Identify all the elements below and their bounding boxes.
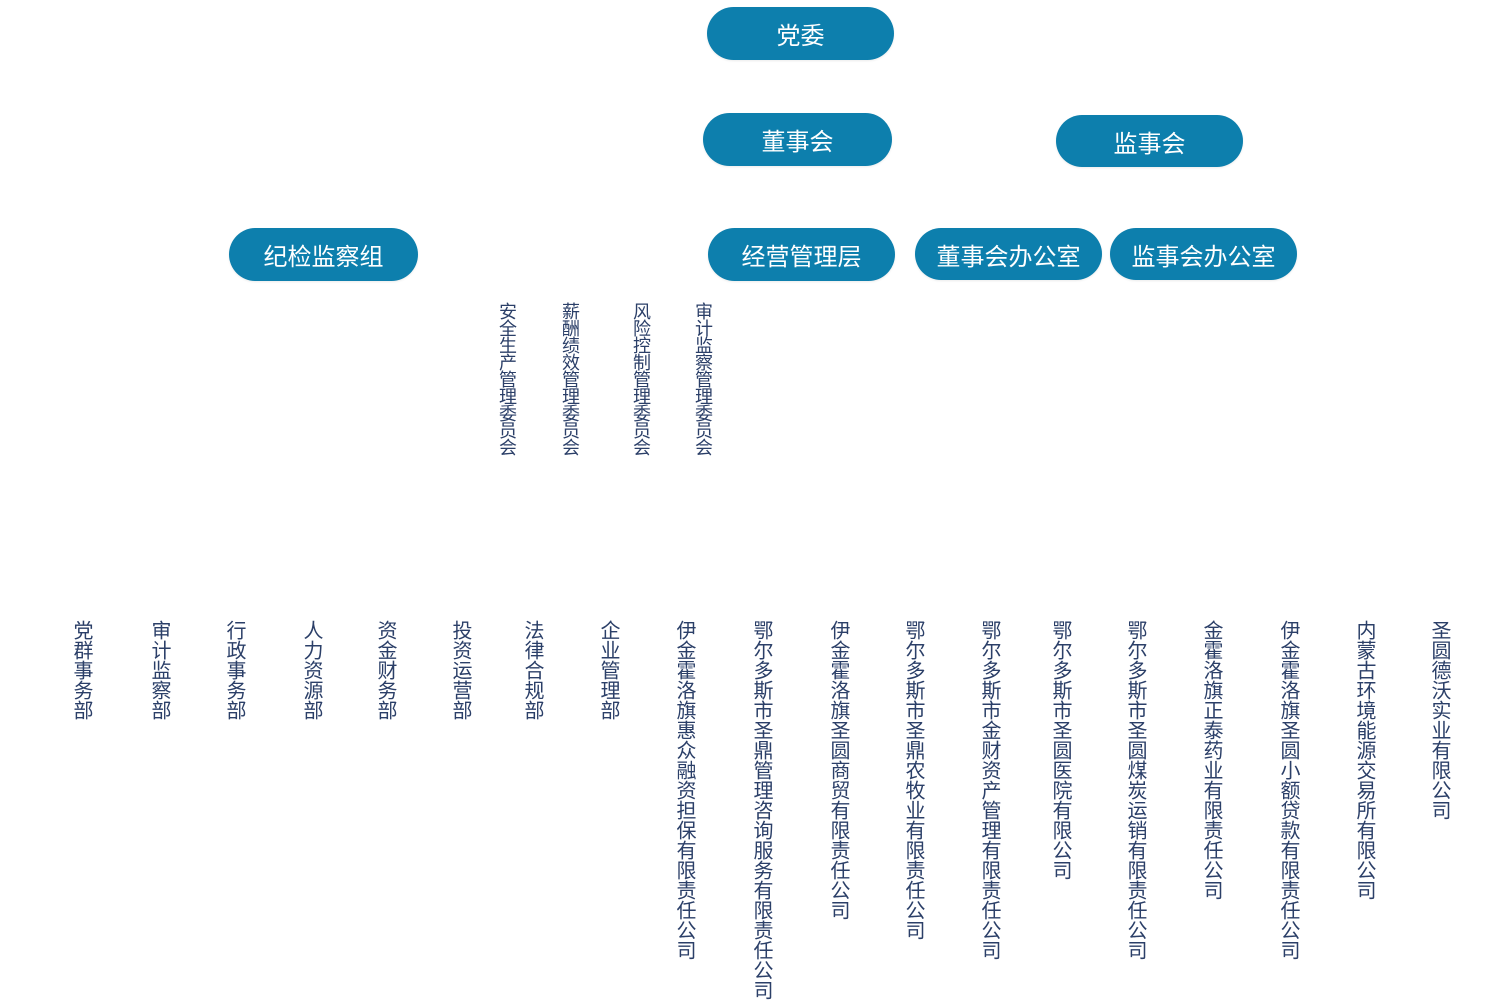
committee-audit: 审计监察管理委员会 — [692, 302, 713, 455]
node-party-committee: 党委 — [707, 7, 894, 60]
node-label: 经营管理层 — [741, 243, 862, 271]
node-board-of-directors: 董事会 — [703, 113, 892, 166]
dept-administration: 行政事务部 — [223, 620, 247, 720]
node-supervisory-board: 监事会 — [1056, 115, 1243, 167]
subsidiary-microloan: 伊金霍洛旗圣圆小额贷款有限责任公司 — [1277, 620, 1301, 960]
dept-audit: 审计监察部 — [148, 620, 172, 720]
dept-human-resources: 人力资源部 — [300, 620, 324, 720]
dept-enterprise-management: 企业管理部 — [597, 620, 621, 720]
node-board-office: 董事会办公室 — [915, 228, 1102, 280]
node-label: 党委 — [776, 22, 825, 50]
subsidiary-energy-exchange: 内蒙古环境能源交易所有限公司 — [1353, 620, 1377, 900]
subsidiary-pharmaceutical: 金霍洛旗正泰药业有限责任公司 — [1200, 620, 1224, 900]
node-label: 董事会办公室 — [936, 242, 1081, 271]
subsidiary-hospital: 鄂尔多斯市圣圆医院有限公司 — [1049, 620, 1073, 880]
subsidiary-agriculture: 鄂尔多斯市圣鼎农牧业有限责任公司 — [902, 620, 926, 940]
node-label: 纪检监察组 — [263, 243, 384, 271]
subsidiary-coal-sales: 鄂尔多斯市圣圆煤炭运销有限责任公司 — [1124, 620, 1148, 960]
dept-party-affairs: 党群事务部 — [70, 620, 94, 720]
subsidiary-consulting: 鄂尔多斯市圣鼎管理咨询服务有限责任公司 — [750, 620, 774, 1000]
committee-safety: 安全生产管理委员会 — [496, 302, 517, 455]
node-label: 董事会 — [761, 128, 834, 156]
node-label: 监事会办公室 — [1131, 242, 1276, 271]
subsidiary-asset-management: 鄂尔多斯市金财资产管理有限责任公司 — [978, 620, 1002, 960]
node-supervisory-office: 监事会办公室 — [1110, 228, 1297, 280]
subsidiary-guarantee: 伊金霍洛旗惠众融资担保有限责任公司 — [673, 620, 697, 960]
committee-risk-control: 风险控制管理委员会 — [630, 302, 651, 455]
node-label: 监事会 — [1113, 129, 1186, 158]
dept-legal: 法律合规部 — [521, 620, 545, 720]
subsidiary-trading: 伊金霍洛旗圣圆商贸有限责任公司 — [827, 620, 851, 920]
node-discipline-inspection: 纪检监察组 — [229, 228, 418, 281]
dept-finance: 资金财务部 — [374, 620, 398, 720]
dept-investment: 投资运营部 — [449, 620, 473, 720]
subsidiary-industrial: 圣圆德沃实业有限公司 — [1428, 620, 1452, 820]
node-management: 经营管理层 — [708, 228, 895, 281]
committee-compensation: 薪酬绩效管理委员会 — [559, 302, 580, 455]
